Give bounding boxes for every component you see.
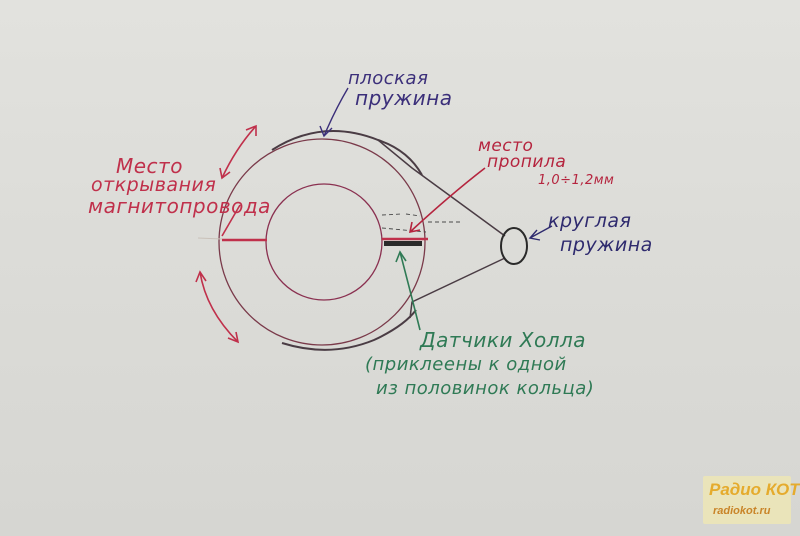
hall-sensors-label-line1: Датчики Холла: [420, 328, 587, 352]
pointer-flat-spring-head: [319, 125, 333, 138]
pointer-cut: [409, 167, 486, 233]
flat-spring-label-line1: плоская: [348, 68, 429, 89]
pointer-opening: [221, 204, 241, 237]
rotation-arrow-lower-head2: [227, 331, 240, 344]
watermark-site: radiokot.ru: [713, 505, 771, 517]
pointer-hall: [399, 251, 421, 331]
sensor-dash-lines: [381, 213, 462, 233]
opening-place-label-line2: открывания: [91, 174, 217, 196]
flat-spring-top: [271, 130, 423, 176]
rotation-arrow-upper-head2: [219, 167, 231, 180]
hall-sensor: [384, 241, 422, 246]
round-spring-label-line1: круглая: [548, 210, 632, 232]
spring-line-top: [377, 139, 506, 237]
cut-place-label-line1: место: [478, 136, 534, 156]
cut-width-label: 1,0÷1,2мм: [538, 173, 615, 188]
inner-ring: [265, 183, 383, 301]
pointer-hall-head: [395, 250, 407, 263]
rotation-arrow-lower: [199, 271, 239, 343]
pointer-cut-head: [408, 221, 421, 234]
opening-place-label-line3: магнитопровода: [88, 194, 271, 218]
hall-sensors-label-line2: (приклеены к одной: [365, 354, 567, 375]
hall-sensors-label-line3: из половинок кольца): [376, 378, 595, 399]
flat-spring-label-line2: пружина: [355, 86, 453, 110]
watermark-logo: Радио КОТ radiokot.ru: [703, 476, 800, 524]
watermark-title: Радио КОТ: [709, 480, 800, 499]
pointer-round-spring-head: [528, 229, 541, 241]
rotation-arrow-lower-head1: [195, 270, 207, 283]
rotation-arrow-upper-head1: [245, 124, 257, 136]
pointer-round-spring: [529, 225, 553, 239]
opening-place-label-line1: Место: [116, 154, 183, 178]
spring-line-bottom: [409, 257, 506, 319]
opening-slit-tick: [197, 237, 223, 240]
pointer-flat-spring: [323, 87, 349, 137]
outer-ring: [218, 138, 426, 346]
flat-spring-bottom: [281, 309, 417, 351]
rotation-arrow-upper: [221, 125, 257, 179]
round-spring: [500, 227, 528, 265]
round-spring-label-line2: пружина: [560, 234, 653, 256]
cut-place-label-line2: пропила: [487, 152, 567, 172]
